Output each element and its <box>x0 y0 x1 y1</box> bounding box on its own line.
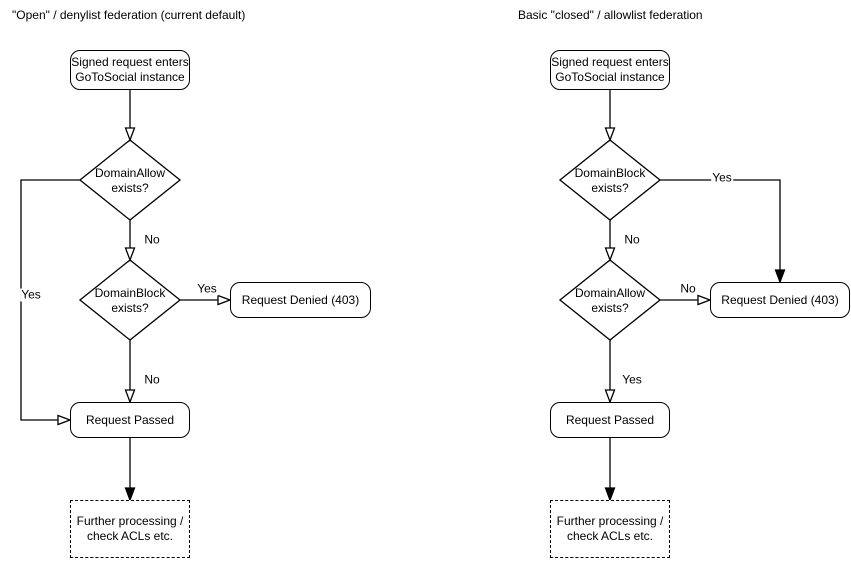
left-passed-node: Request Passed <box>70 402 190 438</box>
left-decision2-yes-label: Yes <box>196 281 218 296</box>
left-further-node: Further processing / check ACLs etc. <box>70 500 190 558</box>
left-decision1-no-label: No <box>143 232 161 247</box>
right-denied-node: Request Denied (403) <box>710 282 850 318</box>
right-decision2-label: DomainAllow exists? <box>574 286 646 315</box>
left-decision2-no-label: No <box>143 372 161 387</box>
right-decision1-yes-label: Yes <box>711 170 733 185</box>
left-chart-title: "Open" / denylist federation (current de… <box>12 8 246 22</box>
right-passed-node: Request Passed <box>550 402 670 438</box>
right-chart-title: Basic "closed" / allowlist federation <box>518 8 703 22</box>
left-decision2-label: DomainBlock exists? <box>94 286 166 315</box>
left-denied-node: Request Denied (403) <box>230 282 371 318</box>
right-decision2-no-label: No <box>679 281 697 296</box>
right-decision1-no-label: No <box>623 232 641 247</box>
left-decision1-label: DomainAllow exists? <box>94 166 166 195</box>
right-decision1-label: DomainBlock exists? <box>574 166 646 195</box>
right-start-node: Signed request enters GoToSocial instanc… <box>550 50 670 90</box>
right-further-node: Further processing / check ACLs etc. <box>550 500 670 558</box>
right-decision2-yes-label: Yes <box>621 372 643 387</box>
right-edge-decision1-yes-to-denied <box>660 179 786 284</box>
left-decision1-yes-label: Yes <box>20 287 42 302</box>
left-start-node: Signed request enters GoToSocial instanc… <box>70 50 190 90</box>
